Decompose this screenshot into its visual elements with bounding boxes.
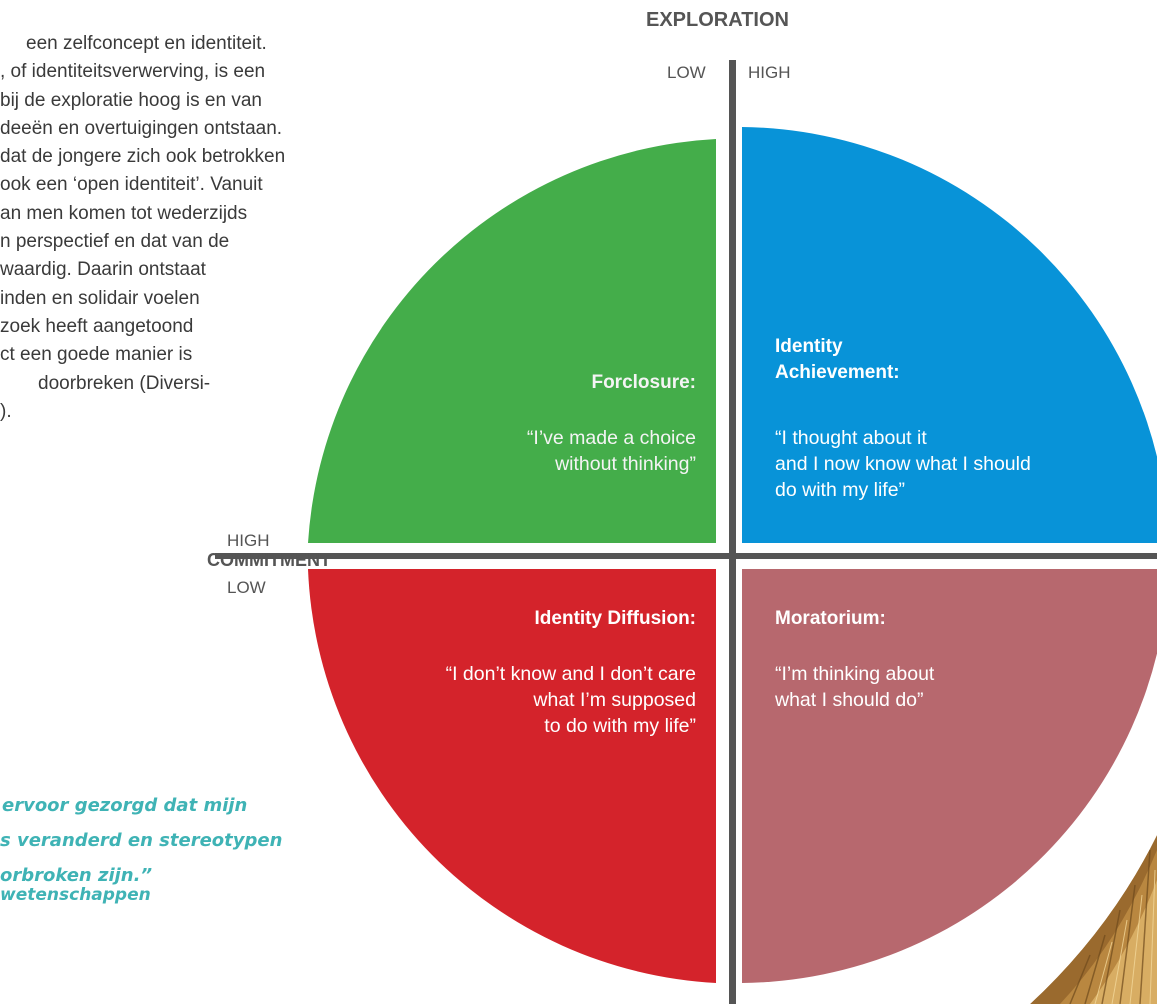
diffusion-text: “I don’t know and I don’t care what I’m … — [446, 661, 696, 739]
pull-quote: ervoor gezorgd dat mijn s veranderd en s… — [0, 788, 300, 893]
achievement-line: “I thought about it — [775, 427, 927, 449]
body-line: ). — [0, 400, 12, 422]
commitment-low-label: LOW — [227, 578, 266, 597]
forclosure-line: without thinking” — [555, 453, 696, 475]
body-line: waardig. Daarin ontstaat — [0, 259, 206, 281]
commitment-high-label: HIGH — [227, 531, 270, 550]
body-paragraph: een zelfconcept en identiteit. , of iden… — [0, 30, 382, 426]
quote-line: orbroken zijn.” — [0, 865, 153, 886]
achievement-title: Identity Achievement: — [775, 334, 900, 386]
quadrant-moratorium — [742, 569, 1157, 983]
quadrant-achievement — [742, 127, 1157, 543]
body-line: bij de exploratie hoog is en van — [0, 89, 262, 111]
body-line: dat de jongere zich ook betrokken — [0, 146, 286, 168]
moratorium-text: “I’m thinking about what I should do” — [775, 661, 934, 713]
exploration-axis-label: EXPLORATION — [646, 9, 789, 31]
forclosure-title: Forclosure: — [591, 372, 696, 393]
achievement-title-line: Achievement: — [775, 362, 900, 383]
body-line: doorbreken (Diversi- — [38, 372, 211, 394]
exploration-axis — [729, 60, 736, 1004]
exploration-low-label: LOW — [667, 63, 706, 82]
achievement-title-line: Identity — [775, 336, 843, 357]
quote-source: wetenschappen — [0, 885, 151, 905]
achievement-line: and I now know what I should — [775, 453, 1031, 475]
body-line: zoek heeft aangetoond — [0, 315, 194, 337]
moratorium-title: Moratorium: — [775, 608, 886, 629]
quote-line: ervoor gezorgd dat mijn — [2, 795, 248, 816]
quadrant-forclosure — [308, 139, 716, 543]
exploration-high-label: HIGH — [748, 63, 791, 82]
body-line: ook een ‘open identiteit’. Vanuit — [0, 174, 263, 196]
commitment-axis-label: COMMITMENT — [207, 550, 331, 570]
diffusion-line: what I’m supposed — [533, 689, 696, 711]
commitment-axis — [215, 553, 1157, 559]
body-line: ct een goede manier is — [0, 344, 193, 366]
quadrant-diffusion — [308, 569, 716, 983]
achievement-text: “I thought about it and I now know what … — [775, 425, 1031, 503]
body-line: inden en solidair voelen — [0, 287, 200, 309]
body-line: n perspectief en dat van de — [0, 231, 230, 253]
moratorium-line: “I’m thinking about — [775, 663, 935, 685]
hair-photo — [1030, 835, 1157, 1004]
body-line: een zelfconcept en identiteit. — [26, 33, 267, 54]
diffusion-title: Identity Diffusion: — [534, 608, 696, 629]
diffusion-line: “I don’t know and I don’t care — [445, 663, 696, 685]
diffusion-line: to do with my life” — [544, 715, 696, 737]
achievement-line: do with my life” — [775, 479, 906, 501]
moratorium-line: what I should do” — [775, 689, 924, 711]
body-line: an men komen tot wederzijds — [0, 202, 248, 224]
forclosure-line: “I’ve made a choice — [526, 427, 696, 449]
forclosure-text: “I’ve made a choice without thinking” — [527, 425, 696, 477]
body-line: deeën en overtuigingen ontstaan. — [0, 117, 283, 139]
body-line: , of identiteitsverwerving, is een — [0, 61, 266, 83]
quote-line: s veranderd en stereotypen — [0, 830, 283, 851]
